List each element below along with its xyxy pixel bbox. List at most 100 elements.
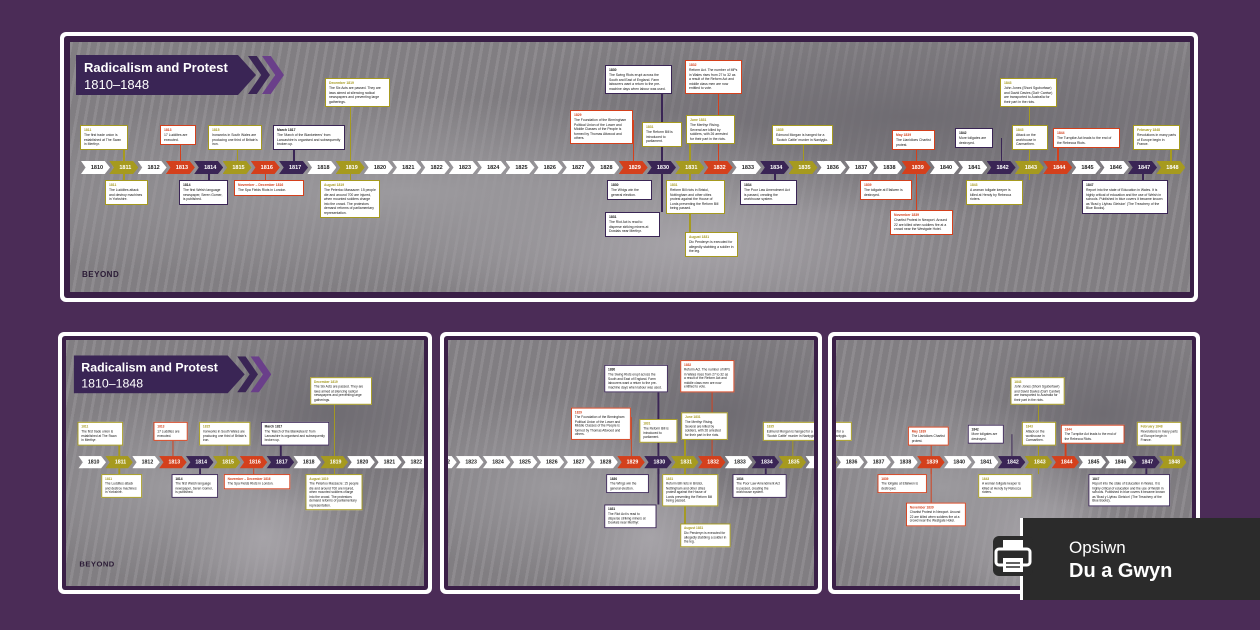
event-connector (1037, 468, 1040, 475)
event-text: John Jones (Shoni Sguborfawr) and David … (1014, 385, 1061, 402)
year-marker: 1830 (644, 456, 672, 469)
black-and-white-option-button[interactable]: Opsiwn Du a Gwyn (993, 518, 1260, 600)
year-marker: 1823 (455, 456, 484, 469)
event-text: The Luddites attack and destroy machines… (109, 188, 143, 202)
year-marker: 1831 (675, 161, 705, 174)
event-text: A woman tollgate keeper is killed at Hen… (982, 482, 1022, 495)
printer-icon (993, 536, 1033, 576)
event-connector (684, 468, 686, 475)
year-marker: 1837 (863, 456, 891, 469)
event-connector (1145, 468, 1147, 475)
event-connector (791, 431, 794, 457)
event-date: 1830 (609, 476, 618, 481)
event-date: 1835 (776, 128, 784, 132)
event-text: The Llanidloes Chartist protest. (911, 434, 945, 443)
event-date: 1835 (836, 425, 848, 429)
year-marker: 1813 (165, 161, 195, 174)
year-marker: 1836 (836, 456, 865, 469)
year-marker: 1832 (697, 456, 726, 469)
event-date: 1830 (611, 183, 619, 187)
event-date: 1831 (666, 476, 674, 481)
event-date: 1842 (959, 131, 967, 135)
event-text: Dic Penderyn is executed for allegedly s… (689, 240, 734, 254)
event-date: 1811 (81, 424, 89, 429)
preview-page-2[interactable]: Radicalism and Protest1810–1848BEYOND181… (440, 332, 822, 594)
event-connector (123, 174, 125, 180)
event-date: 1831 (609, 215, 617, 219)
event-text: The first trade union is established at … (84, 133, 122, 147)
year-marker: 1846 (1099, 161, 1129, 174)
event-text: Chartist Protest in Newport. Around 22 a… (909, 510, 961, 523)
year-marker: 1826 (536, 456, 565, 469)
event-connector (689, 174, 691, 180)
event-text: The Swing Riots erupt across the South a… (608, 372, 662, 390)
year-marker: 1841 (958, 161, 988, 174)
event-text: The first Welsh language newspaper, Sere… (175, 482, 213, 495)
title-dates: 1810–1848 (84, 77, 150, 92)
event-text: The 'March of the Blanketeers' from Lanc… (264, 429, 325, 443)
year-marker: 1810 (78, 456, 106, 469)
year-marker: 1819 (320, 456, 348, 469)
event-text: The tollgate at Efailwen is destroyed. (881, 482, 919, 491)
timeline-image: Radicalism and Protest1810–1848BEYOND181… (448, 340, 814, 586)
year-marker: 1825 (509, 456, 538, 469)
timeline-canvas: Radicalism and Protest1810–1848BEYOND181… (448, 343, 814, 581)
event-connector (689, 132, 691, 161)
event-date: August 1819 (309, 476, 329, 481)
beyond-logo: BEYOND (79, 559, 115, 569)
year-marker: 1824 (477, 161, 507, 174)
title-text: Radicalism and Protest (81, 360, 218, 375)
year-marker: 1848 (1156, 161, 1186, 174)
year-marker: 1815 (222, 161, 252, 174)
event-date: 1832 (689, 63, 697, 67)
year-marker: 1846 (1105, 456, 1133, 469)
event-connector (930, 468, 932, 475)
event-date: 1831 (670, 183, 678, 187)
event-date: 1813 (157, 424, 165, 429)
event-date: 1831 (646, 125, 654, 129)
year-marker: 1830 (647, 161, 676, 174)
year-marker: 1828 (590, 456, 618, 469)
event-connector (684, 428, 686, 457)
event-date: November 1839 (909, 505, 934, 510)
year-marker: 1837 (845, 161, 875, 174)
event-date: November – December 1816 (227, 476, 271, 481)
event-date: 1832 (684, 362, 692, 367)
event-connector (930, 468, 932, 503)
event-date: February 1848 (1137, 128, 1160, 132)
event-connector (915, 174, 918, 180)
event-date: 1847 (1092, 476, 1100, 481)
year-marker: 1829 (617, 456, 645, 469)
event-date: 1839 (881, 476, 889, 481)
year-marker: 1840 (930, 161, 959, 174)
event-date: August 1819 (324, 183, 345, 187)
event-text: Reform Act. The number of MPs in Wales r… (689, 68, 738, 91)
year-marker: 1848 (1159, 456, 1187, 469)
